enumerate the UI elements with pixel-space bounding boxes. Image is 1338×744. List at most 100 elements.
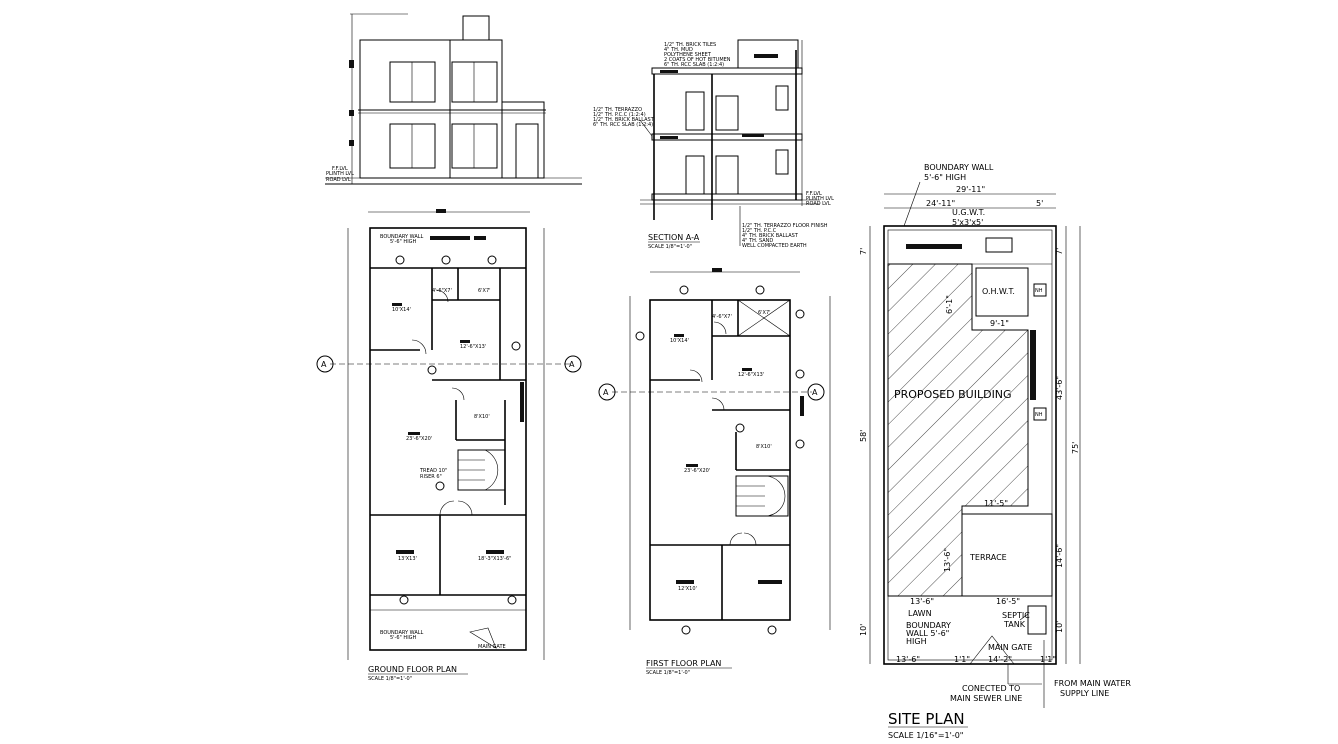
svg-text:4" TH. SAND: 4" TH. SAND bbox=[742, 238, 773, 244]
svg-text:U.G.W.T.: U.G.W.T. bbox=[952, 208, 985, 217]
gf-main-gate-label: MAIN GATE bbox=[478, 644, 506, 650]
svg-text:8'X10': 8'X10' bbox=[474, 414, 490, 420]
svg-text:5'-6" HIGH: 5'-6" HIGH bbox=[390, 239, 417, 245]
svg-text:TANK: TANK bbox=[1003, 620, 1026, 629]
ground-floor-scale: SCALE 1/8"=1'-0" bbox=[368, 676, 412, 682]
svg-text:2 COATS OF HOT BITUMEN: 2 COATS OF HOT BITUMEN bbox=[664, 57, 731, 63]
svg-text:CONECTED TO: CONECTED TO bbox=[962, 684, 1020, 693]
svg-text:13'-6": 13'-6" bbox=[910, 597, 934, 606]
svg-text:RISER 6": RISER 6" bbox=[420, 474, 442, 480]
svg-text:13'-6": 13'-6" bbox=[943, 548, 952, 572]
svg-text:1'1": 1'1" bbox=[1040, 655, 1056, 664]
svg-text:6'X7': 6'X7' bbox=[758, 310, 771, 316]
svg-text:12'X10': 12'X10' bbox=[678, 586, 697, 592]
section-cut-line: A A A A bbox=[316, 355, 825, 401]
level-label: F.F.LVL bbox=[332, 166, 348, 172]
svg-text:11'-5": 11'-5" bbox=[984, 499, 1008, 508]
ground-floor-walls bbox=[370, 267, 526, 596]
front-elevation: F.F.LVL PLINTH LVL ROAD LVL bbox=[325, 13, 582, 185]
section-scale: SCALE 1/8"=1'-0" bbox=[648, 244, 692, 250]
svg-text:6'X7': 6'X7' bbox=[478, 288, 491, 294]
svg-text:A: A bbox=[603, 388, 609, 397]
site-plan-scale: SCALE 1/16"=1'-0" bbox=[888, 731, 963, 740]
svg-text:SEPTIC: SEPTIC bbox=[1002, 611, 1030, 620]
svg-text:4" TH. MUD: 4" TH. MUD bbox=[664, 47, 693, 53]
svg-text:1/2" TH. BRICK BALLAST: 1/2" TH. BRICK BALLAST bbox=[593, 117, 655, 123]
ground-floor-doors bbox=[411, 289, 497, 649]
svg-text:14'-6": 14'-6" bbox=[1055, 544, 1064, 568]
svg-text:WELL COMPACTED EARTH: WELL COMPACTED EARTH bbox=[742, 243, 807, 249]
ground-floor-title: GROUND FLOOR PLAN bbox=[368, 665, 457, 674]
svg-text:1/2" TH. P.C.C: 1/2" TH. P.C.C bbox=[742, 228, 777, 234]
svg-text:12'-6"X13': 12'-6"X13' bbox=[738, 372, 764, 378]
svg-text:5'-6" HIGH: 5'-6" HIGH bbox=[924, 173, 966, 182]
svg-text:1/2" TH. TERRAZZO FLOOR FINISH: 1/2" TH. TERRAZZO FLOOR FINISH bbox=[742, 223, 828, 229]
site-main-gate-label: MAIN GATE bbox=[988, 643, 1032, 652]
svg-text:10'X14': 10'X14' bbox=[670, 338, 689, 344]
svg-text:POLYTHENE SHEET: POLYTHENE SHEET bbox=[664, 52, 712, 58]
level-label: ROAD LVL bbox=[806, 201, 831, 207]
svg-text:NH: NH bbox=[1035, 288, 1043, 294]
svg-text:7': 7' bbox=[859, 248, 868, 255]
svg-text:NH: NH bbox=[1035, 412, 1043, 418]
svg-text:1/2" TH. P.C.C (1:2:4): 1/2" TH. P.C.C (1:2:4) bbox=[593, 112, 646, 118]
svg-text:29'-11": 29'-11" bbox=[956, 185, 985, 194]
site-plan-title: SITE PLAN bbox=[888, 710, 965, 728]
svg-text:1/2" TH. TERRAZZO: 1/2" TH. TERRAZZO bbox=[593, 107, 642, 113]
ground-floor-room-labels: 10'X14' 4'-6"X7' 6'X7' 12'-6"X13' 8'X10'… bbox=[392, 288, 511, 562]
section-roof-notes: 1/2" TH. BRICK TILES 4" TH. MUD POLYTHEN… bbox=[664, 42, 731, 68]
svg-text:1/2" TH. BRICK TILES: 1/2" TH. BRICK TILES bbox=[664, 42, 716, 48]
level-label: F.F.LVL bbox=[806, 191, 822, 197]
svg-text:18'-3"X13'-6": 18'-3"X13'-6" bbox=[478, 556, 511, 562]
svg-text:13'X13': 13'X13' bbox=[398, 556, 417, 562]
svg-text:BOUNDARY WALL: BOUNDARY WALL bbox=[380, 630, 424, 636]
svg-text:6" TH. RCC SLAB (1:2:4): 6" TH. RCC SLAB (1:2:4) bbox=[664, 62, 724, 68]
svg-text:12'-6"X13': 12'-6"X13' bbox=[460, 344, 486, 350]
svg-text:75': 75' bbox=[1071, 442, 1080, 454]
svg-text:6'-1": 6'-1" bbox=[945, 295, 954, 314]
first-floor-title: FIRST FLOOR PLAN bbox=[646, 659, 721, 668]
svg-text:10': 10' bbox=[1055, 621, 1064, 633]
svg-text:43'-6": 43'-6" bbox=[1055, 376, 1064, 400]
svg-text:O.H.W.T.: O.H.W.T. bbox=[982, 287, 1015, 296]
svg-text:4'-6"X7': 4'-6"X7' bbox=[432, 288, 452, 294]
svg-text:9'-1": 9'-1" bbox=[990, 319, 1009, 328]
first-floor-scale: SCALE 1/8"=1'-0" bbox=[646, 670, 690, 676]
first-floor-room-labels: 10'X14' 4'-6"X7' 6'X7' 12'-6"X13' 8'X10'… bbox=[670, 310, 782, 592]
svg-text:WALL 5'-6": WALL 5'-6" bbox=[906, 629, 949, 638]
ground-floor-plan: 10'X14' 4'-6"X7' 6'X7' 12'-6"X13' 8'X10'… bbox=[347, 209, 545, 682]
proposed-building-label: PROPOSED BUILDING bbox=[894, 388, 1012, 401]
svg-text:58': 58' bbox=[859, 430, 868, 442]
svg-text:BOUNDARY: BOUNDARY bbox=[906, 621, 951, 630]
svg-text:23'-6"X20': 23'-6"X20' bbox=[684, 468, 710, 474]
svg-text:BOUNDARY WALL: BOUNDARY WALL bbox=[380, 234, 424, 240]
section-floor-notes: 1/2" TH. TERRAZZO 1/2" TH. P.C.C (1:2:4)… bbox=[593, 107, 655, 137]
svg-text:10'X14': 10'X14' bbox=[392, 307, 411, 313]
svg-text:14'-2": 14'-2" bbox=[988, 655, 1012, 664]
svg-text:BOUNDARY WALL: BOUNDARY WALL bbox=[924, 163, 994, 172]
svg-text:24'-11": 24'-11" bbox=[926, 199, 955, 208]
svg-text:A: A bbox=[812, 388, 818, 397]
svg-text:FROM MAIN WATER: FROM MAIN WATER bbox=[1054, 679, 1131, 688]
svg-text:8'X10': 8'X10' bbox=[756, 444, 772, 450]
svg-text:13'-6": 13'-6" bbox=[896, 655, 920, 664]
section-ground-notes: 1/2" TH. TERRAZZO FLOOR FINISH 1/2" TH. … bbox=[739, 206, 828, 249]
first-floor-doors bbox=[689, 321, 757, 546]
section-title: SECTION A-A bbox=[648, 233, 700, 242]
svg-text:SUPPLY LINE: SUPPLY LINE bbox=[1060, 689, 1109, 698]
svg-text:MAIN SEWER LINE: MAIN SEWER LINE bbox=[950, 694, 1022, 703]
elevation-windows bbox=[389, 61, 539, 179]
svg-text:A: A bbox=[569, 360, 575, 369]
svg-text:10': 10' bbox=[859, 624, 868, 636]
svg-text:4'-6"X7': 4'-6"X7' bbox=[712, 314, 732, 320]
svg-text:4" TH. BRICK BALLAST: 4" TH. BRICK BALLAST bbox=[742, 233, 799, 239]
svg-text:TREAD 10": TREAD 10" bbox=[419, 468, 447, 474]
level-label: PLINTH LVL bbox=[326, 171, 354, 177]
level-label: PLINTH LVL bbox=[806, 196, 834, 202]
first-floor-walls bbox=[650, 299, 791, 620]
svg-text:5': 5' bbox=[1036, 199, 1043, 208]
svg-text:1'1": 1'1" bbox=[954, 655, 970, 664]
svg-text:5'x3'x5': 5'x3'x5' bbox=[952, 218, 983, 227]
svg-text:A: A bbox=[321, 360, 327, 369]
svg-text:23'-6"X20': 23'-6"X20' bbox=[406, 436, 432, 442]
